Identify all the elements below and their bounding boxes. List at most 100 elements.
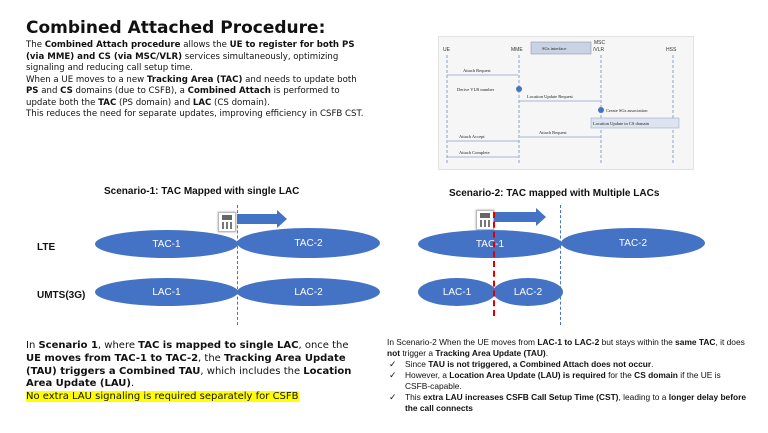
- bold-text: Tracking Area Update (TAU): [435, 348, 546, 358]
- msg-derive-vlr: Derive VLR number: [457, 87, 495, 92]
- create-sgs-dot: [598, 107, 604, 113]
- scenario2-intro: In Scenario-2 When the UE moves from LAC…: [387, 337, 747, 359]
- text: but stays within the: [599, 337, 676, 347]
- scenario2-item-2: ✓However, a Location Area Update (LAU) i…: [387, 370, 747, 392]
- msg-attach-accept: Attach Accept: [459, 134, 485, 139]
- phone-keys: [222, 222, 232, 229]
- text: (PS domain) and: [116, 97, 193, 108]
- right-arrow-icon: [494, 208, 546, 226]
- bold-text: extra LAU increases CSFB Call Setup Time…: [423, 392, 619, 402]
- text: The: [26, 40, 45, 50]
- derive-vlr-dot: [516, 86, 522, 92]
- checkmark-icon: ✓: [389, 359, 397, 369]
- msg-attach-complete: Attach Complete: [459, 150, 490, 155]
- checkmark-icon: ✓: [389, 392, 397, 402]
- umts-label: UMTS(3G): [37, 290, 86, 301]
- s1-tac2-area: TAC-2: [237, 228, 380, 258]
- sgs-interface-label: SGs interface: [542, 46, 566, 51]
- phone-screen: [480, 213, 490, 218]
- node-hss: HSS: [666, 47, 677, 53]
- lac2-label: LAC-2: [513, 286, 543, 298]
- text: .: [130, 378, 135, 390]
- node-msc-vlr: MSC: [594, 40, 606, 46]
- bold-text: not: [387, 348, 401, 358]
- scenario2-item-1: ✓Since TAU is not triggered, a Combined …: [387, 359, 747, 370]
- intro-paragraph-1: The Combined Attach procedure allows the…: [26, 40, 366, 75]
- mobile-phone-icon: [476, 210, 494, 230]
- bold-text: Combined Attach: [187, 86, 271, 96]
- bold-text: same TAC: [675, 337, 716, 347]
- text: domains (due to CSFB), a: [72, 86, 188, 96]
- sgs-interface-bar: [530, 41, 592, 55]
- boundary-line: [237, 205, 238, 325]
- text: .: [651, 359, 654, 369]
- lac2-label: LAC-2: [294, 286, 323, 298]
- text: services simultaneously, optimizing sign…: [26, 51, 339, 74]
- tac1-label: TAC-1: [152, 238, 181, 250]
- bold-text: CS domain: [634, 370, 678, 380]
- msg-attach-request-2: Attach Request: [539, 130, 567, 135]
- text: allows the: [180, 40, 230, 50]
- text: .: [545, 348, 549, 358]
- msg-lu-request: Location Update Request: [527, 94, 573, 99]
- lac1-label: LAC-1: [152, 286, 181, 298]
- bold-text: UE to register for both PS (via MME) and…: [26, 40, 355, 62]
- phone-screen: [222, 215, 232, 220]
- text: and needs to update both: [242, 74, 357, 85]
- page-title: Combined Attached Procedure:: [26, 18, 326, 38]
- tac2-label: TAC-2: [618, 237, 648, 249]
- scenario2-explanation: In Scenario-2 When the UE moves from LAC…: [387, 337, 747, 414]
- text: , the: [198, 352, 224, 364]
- text: , which includes the: [200, 365, 304, 377]
- lte-label: LTE: [37, 242, 56, 253]
- highlighted-text: No extra LAU signaling is required separ…: [26, 391, 299, 403]
- scenario1-highlight: No extra LAU signaling is required separ…: [26, 391, 356, 404]
- intro-text: The Combined Attach procedure allows the…: [26, 40, 366, 121]
- text: (CS domain).: [211, 97, 270, 108]
- bold-text: Tracking Area Update (TAU) triggers a Co…: [26, 352, 346, 377]
- bold-text: LAC: [192, 97, 212, 108]
- combined-attach-sequence-diagram: UE MME MSC /VLR HSS SGs interface Attach…: [438, 36, 694, 170]
- tac1-label: TAC-1: [475, 238, 505, 250]
- bold-text: TAC: [98, 97, 117, 108]
- bold-text: PS: [26, 86, 39, 96]
- text: for the: [605, 370, 635, 380]
- text: , where: [97, 340, 139, 351]
- text: if the UE is CSFB-capable.: [405, 370, 721, 391]
- text: In Scenario-2 When the UE moves from: [387, 337, 538, 347]
- bold-text: TAU is not triggered, a Combined Attach …: [428, 359, 652, 369]
- bold-text: TAC is mapped to single LAC: [138, 340, 299, 351]
- s1-tac1-area: TAC-1: [95, 230, 238, 258]
- bold-text: CS: [60, 86, 73, 96]
- text: This: [405, 392, 424, 402]
- right-arrow-icon: [237, 210, 287, 228]
- bold-text: UE moves from TAC-1 to TAC-2: [26, 352, 199, 364]
- node-ue: UE: [443, 47, 451, 53]
- scenario1-paragraph: In Scenario 1, where TAC is mapped to si…: [26, 340, 356, 391]
- text: When a UE moves to a new: [26, 74, 147, 85]
- scenario2-item-3: ✓ This extra LAU increases CSFB Call Setu…: [387, 392, 747, 414]
- scenario1-explanation: In Scenario 1, where TAC is mapped to si…: [26, 340, 356, 404]
- sequence-diagram-svg: UE MME MSC /VLR HSS SGs interface Attach…: [443, 40, 680, 163]
- s2-tac2-area: TAC-2: [561, 228, 705, 258]
- lac1-label: LAC-1: [442, 286, 472, 298]
- text: , it does: [715, 337, 745, 347]
- bold-text: longer delay before the call connects: [405, 392, 747, 413]
- bold-text: Tracking Area (TAC): [146, 74, 243, 85]
- node-mme: MME: [511, 47, 523, 53]
- text: In: [26, 340, 39, 351]
- bold-text: Combined Attach procedure: [44, 40, 181, 50]
- tac-boundary-line: [560, 205, 561, 325]
- checkmark-icon: ✓: [389, 370, 397, 380]
- bold-text: Location Area Update (LAU) is required: [449, 370, 606, 380]
- intro-paragraph-3: This reduces the need for separate updat…: [26, 109, 364, 119]
- text: , leading to a: [618, 392, 669, 402]
- tac2-label: TAC-2: [294, 237, 323, 249]
- s2-tac1-area: TAC-1: [418, 230, 562, 258]
- scenario1-title: Scenario-1: TAC Mapped with single LAC: [104, 186, 300, 197]
- msg-attach-request: Attach Request: [463, 68, 491, 73]
- s2-lac1-area: LAC-1: [418, 278, 496, 306]
- bold-text: LAC-1 to LAC-2: [537, 337, 600, 347]
- bold-text: Location Area Update (LAU): [26, 365, 352, 390]
- s2-lac2-area: LAC-2: [493, 278, 563, 306]
